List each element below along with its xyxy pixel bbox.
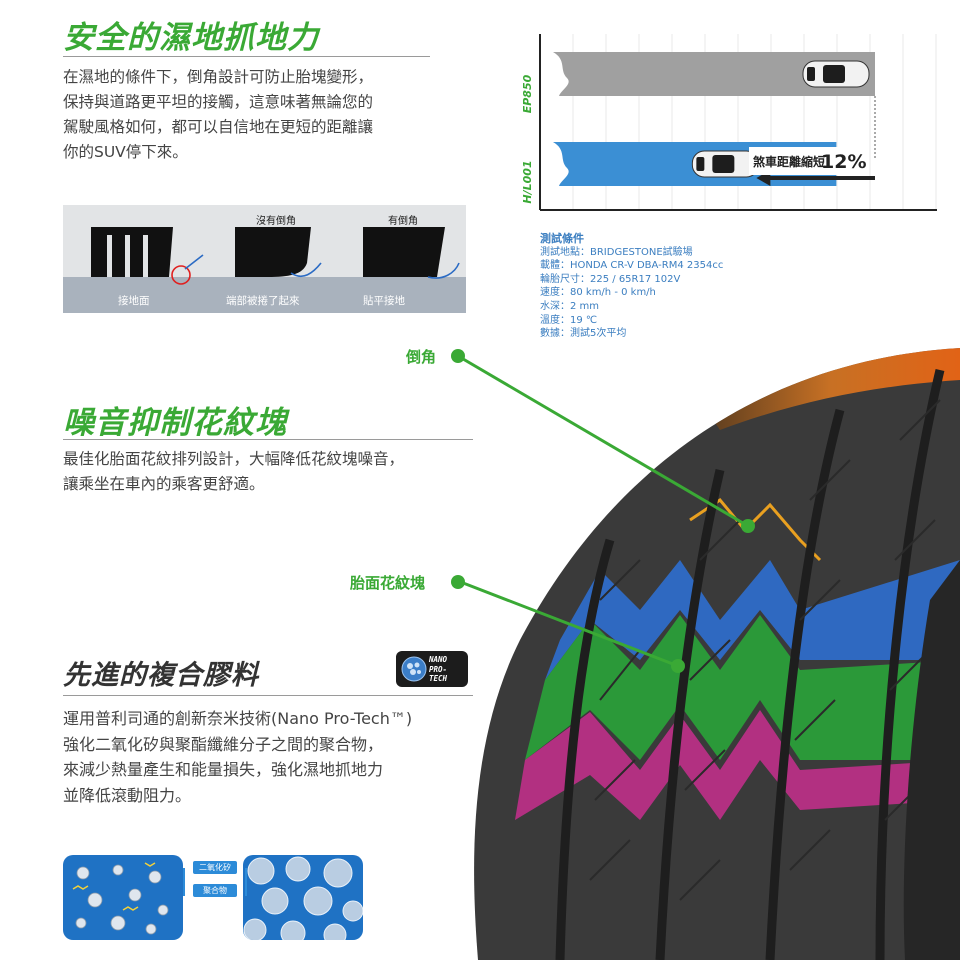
compound-divider (63, 695, 473, 696)
braking-distance-chart: EP850 H/L001 煞車距離縮短 12% (521, 34, 937, 211)
callout-chamfer-label: 倒角 (406, 348, 437, 366)
noise-heading: 噪音抑制花紋塊 (63, 405, 287, 441)
molecule-before-image (63, 855, 183, 940)
block-profile-with-chamfer (363, 227, 445, 277)
compound-heading: 先進的複合膠料 (63, 660, 259, 691)
chamfer-diagram: 沒有倒角 有倒角 接地面 端部被捲了起來 貼平接地 (63, 205, 466, 313)
label-flat-contact: 貼平接地 (363, 295, 405, 307)
braking-annotation-text: 煞車距離縮短 (753, 154, 825, 169)
wet-grip-divider (63, 56, 430, 57)
nano-badge-text: NANO PRO- TECH (429, 655, 448, 683)
test-condition-line: 載體：HONDA CR-V DBA-RM4 2354cc (540, 260, 724, 272)
label-edge-rolled: 端部被捲了起來 (226, 295, 300, 307)
car-icon-hl001 (691, 150, 759, 178)
tread-block-profiles (91, 227, 460, 285)
series-label-hl001: H/L001 (521, 160, 534, 203)
deformation-circle (171, 265, 191, 285)
braking-improvement-value: 12% (821, 151, 866, 173)
test-conditions: 測試條件 測試地點：BRIDGESTONE試驗場 載體：HONDA CR-V D… (540, 232, 723, 341)
chamfer-target-dot (741, 519, 755, 533)
nano-molecule-icon (401, 656, 427, 682)
compound-body: 運用普利司通的創新奈米技術(Nano Pro-Tech™) 強化二氧化矽與聚酯纖… (63, 709, 413, 805)
chamfer-leader-line (457, 354, 749, 528)
tread-leader-line (457, 579, 679, 668)
test-condition-line: 速度：80 km/h - 0 km/h (540, 287, 656, 299)
tread-band-magenta (515, 710, 960, 820)
car-icon-ep850 (802, 60, 870, 88)
molecule-after-image (243, 855, 363, 940)
callout-tread-label: 胎面花紋塊 (350, 574, 426, 592)
nano-pro-tech-badge: NANO PRO- TECH (396, 651, 468, 687)
tag-polymer: 聚合物 (193, 884, 237, 897)
test-condition-line: 輪胎尺寸：225 / 65R17 102V (540, 273, 681, 285)
test-condition-line: 溫度：19 ℃ (540, 314, 598, 326)
test-condition-line: 測試地點：BRIDGESTONE試驗場 (540, 246, 693, 258)
wet-grip-body: 在濕地的條件下，倒角設計可防止胎塊變形， 保持與道路更平坦的接觸，這意味著無論您… (63, 68, 374, 161)
tread-band-green (525, 615, 960, 760)
wet-grip-heading: 安全的濕地抓地力 (63, 20, 319, 56)
tread-band-blue (545, 560, 960, 680)
block-profile-ground (91, 227, 173, 277)
series-label-ep850: EP850 (521, 74, 534, 113)
molecule-connector (183, 868, 247, 896)
noise-divider (63, 439, 473, 440)
test-condition-line: 數據：測試5次平均 (540, 328, 627, 340)
callout-chamfer-dot (451, 349, 465, 363)
tread-target-dot (671, 659, 685, 673)
test-condition-line: 水深：2 mm (540, 300, 600, 312)
noise-body: 最佳化胎面花紋排列設計，大幅降低花紋塊噪音， 讓乘坐在車內的乘客更舒適。 (63, 450, 405, 493)
label-no-chamfer: 沒有倒角 (256, 216, 296, 227)
tag-silica: 二氧化矽 (193, 861, 237, 874)
label-with-chamfer: 有倒角 (388, 216, 418, 227)
block-profile-no-chamfer (235, 227, 311, 277)
callout-tread-dot (451, 575, 465, 589)
annotation-background (749, 147, 867, 175)
label-ground-surface: 接地面 (118, 295, 150, 307)
ground-strip (63, 277, 466, 313)
test-conditions-title: 測試條件 (540, 232, 584, 245)
